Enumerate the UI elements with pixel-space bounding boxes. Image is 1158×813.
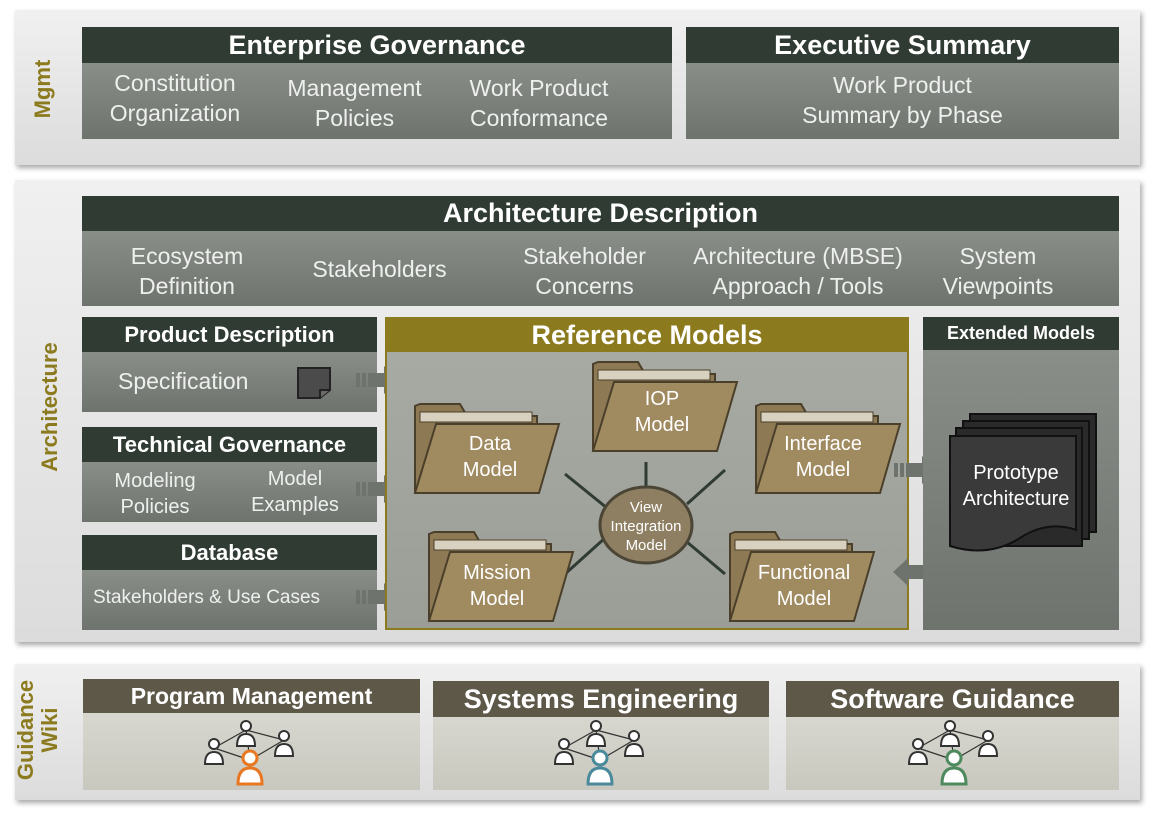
iop-model-folder-icon	[591, 361, 739, 452]
product-description-header: Product Description	[82, 317, 377, 352]
model-examples-label: Model Examples	[251, 468, 339, 516]
management-policies-label: Management Policies	[287, 75, 422, 131]
view-integration-label: View Integration Model	[610, 499, 682, 554]
people-network-icon-program	[203, 720, 295, 786]
stakeholders-use-cases-label: Stakeholders & Use Cases	[93, 587, 321, 608]
people-network-icon-systems	[553, 720, 645, 786]
mgmt-section-label: Mgmt	[30, 59, 55, 119]
view-integration-ellipse	[598, 485, 694, 565]
technical-governance-body: Modeling Policies Model Examples	[82, 462, 377, 522]
database-body: Stakeholders & Use Cases	[82, 570, 377, 630]
architecture-description-body: Ecosystem Definition Stakeholders Stakeh…	[82, 231, 1119, 306]
enterprise-governance-body: Constitution Organization Management Pol…	[82, 63, 672, 139]
stakeholder-concerns-label: Stakeholder Concerns	[523, 243, 646, 299]
architecture-section-label: Architecture	[37, 342, 62, 472]
interface-model-label: Interface Model	[784, 433, 862, 481]
functional-model-folder-icon	[728, 531, 876, 622]
stakeholders-label: Stakeholders	[312, 256, 447, 282]
executive-summary-header: Executive Summary	[686, 27, 1119, 63]
specification-label: Specification	[118, 368, 249, 394]
program-management-header: Program Management	[83, 679, 420, 713]
ecosystem-definition-label: Ecosystem Definition	[130, 243, 244, 299]
functional-model-label: Functional Model	[757, 562, 851, 610]
software-guidance-header: Software Guidance	[786, 681, 1119, 717]
reference-model-connectors	[563, 462, 727, 576]
people-network-icon-software	[907, 720, 999, 786]
mission-model-folder-icon	[427, 531, 575, 622]
modeling-policies-label: Modeling Policies	[114, 470, 196, 518]
iop-model-label: IOP Model	[634, 388, 690, 436]
constitution-organization-label: Constitution Organization	[109, 70, 241, 126]
database-header: Database	[82, 535, 377, 570]
executive-summary-body: Work Product Summary by Phase	[686, 63, 1119, 139]
system-viewpoints-label: System Viewpoints	[942, 243, 1054, 299]
technical-governance-header: Technical Governance	[82, 427, 377, 462]
work-product-conformance-label: Work Product Conformance	[469, 75, 609, 131]
reference-models-header: Reference Models	[387, 319, 907, 352]
interface-model-folder-icon	[754, 403, 902, 494]
prototype-architecture-label: Prototype Architecture	[962, 462, 1070, 510]
architecture-mbse-label: Architecture (MBSE) Approach / Tools	[693, 243, 903, 299]
data-model-folder-icon	[413, 403, 561, 494]
systems-engineering-header: Systems Engineering	[433, 681, 769, 717]
guidance-section-label: Guidance Wiki	[13, 679, 62, 781]
data-model-label: Data Model	[462, 433, 518, 481]
product-description-body: Specification	[82, 352, 377, 412]
architecture-description-header: Architecture Description	[82, 196, 1119, 231]
prototype-architecture-documents-icon	[949, 413, 1097, 552]
extended-models-header: Extended Models	[923, 317, 1119, 350]
document-icon	[297, 367, 331, 399]
mission-model-label: Mission Model	[463, 562, 531, 610]
enterprise-governance-header: Enterprise Governance	[82, 27, 672, 63]
work-product-summary-label: Work Product Summary by Phase	[802, 72, 1003, 128]
